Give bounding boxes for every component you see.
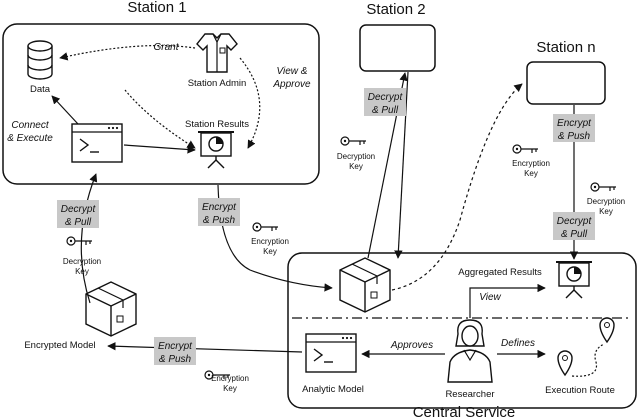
station-1-title: Station 1: [127, 0, 186, 16]
key-s2-label-1: Decryption: [337, 152, 375, 161]
key-sn-label-2: Key: [524, 169, 538, 178]
central-service-box: [287, 252, 637, 409]
view-approve-label-1: View &: [277, 66, 308, 77]
sn-encrypt-badge: [553, 114, 595, 142]
defines-label: Defines: [501, 338, 535, 349]
s2-decrypt-text: Decrypt: [368, 92, 404, 103]
key-icon: [252, 222, 279, 232]
station-2-box: [359, 24, 436, 72]
station2-push-arrow: [394, 71, 409, 259]
s2-decrypt-badge: [364, 88, 406, 116]
connect-execute-label-2: & Execute: [7, 133, 53, 144]
station-admin-label: Station Admin: [188, 78, 247, 89]
key-s1p-label-2: Key: [263, 247, 277, 256]
key-model-label-1: Encryption: [211, 374, 249, 383]
station1-pull-arrow: [80, 173, 98, 304]
key-icon: [66, 236, 93, 246]
sn-decrypt-badge: [553, 212, 595, 240]
data-label: Data: [30, 84, 51, 95]
s1-decrypt-text: Decrypt: [61, 204, 97, 215]
model-push-text: & Push: [159, 354, 192, 365]
station-n-box: [526, 61, 606, 105]
s1-encrypt-text: Encrypt: [202, 202, 237, 213]
model-encrypt-text: Encrypt: [158, 341, 193, 352]
key-s1p-label-1: Encryption: [251, 237, 289, 246]
key-s1-label-1: Decryption: [63, 257, 101, 266]
view-approve-arrow: [239, 57, 261, 149]
sn-encrypt-text: Encrypt: [557, 118, 592, 129]
key-icon: [340, 136, 367, 146]
grant-arrow: [59, 44, 196, 61]
station-2-title: Station 2: [366, 1, 425, 18]
connect-arrow: [51, 95, 79, 125]
analytic-model-icon: [305, 333, 357, 373]
researcher-icon: [447, 319, 493, 383]
sn-pull-text: & Pull: [561, 229, 588, 240]
model-encrypt-badge: [154, 337, 196, 365]
terminal-icon: [71, 123, 123, 163]
s1-pull-text: & Pull: [65, 217, 92, 228]
key-model-label-2: Key: [223, 384, 237, 393]
analytic-model-label: Analytic Model: [302, 384, 364, 395]
approves-label: Approves: [390, 340, 433, 351]
sn-decrypt-text: Decrypt: [557, 216, 593, 227]
execution-route-icon: [557, 317, 615, 377]
s1-push-text: & Push: [203, 215, 236, 226]
presentation-board-icon: [197, 131, 235, 169]
station-results-label: Station Results: [185, 119, 249, 130]
grant-label: Grant: [153, 42, 179, 53]
view-approve-label-2: Approve: [272, 79, 311, 90]
key-s2-label-2: Key: [349, 162, 363, 171]
aggregated-board-icon: [555, 261, 593, 299]
researcher-label: Researcher: [445, 389, 494, 400]
station-n-route-arrow: [391, 83, 523, 291]
station-admin-icon: [196, 33, 238, 73]
view-arrow: [469, 283, 546, 318]
key-snp-label-2: Key: [599, 207, 613, 216]
database-icon: [27, 40, 53, 80]
connect-execute-label-1: Connect: [11, 120, 49, 131]
aggregated-results-label: Aggregated Results: [458, 267, 542, 278]
station-1-box: [2, 23, 320, 185]
station-n-title: Station n: [536, 39, 595, 56]
sn-push-text: & Push: [558, 131, 591, 142]
key-icon: [512, 144, 539, 154]
key-icon: [590, 182, 617, 192]
terminal-to-results-arrow: [123, 144, 196, 154]
central-service-title: Central Service: [413, 404, 516, 418]
encrypted-model-label: Encrypted Model: [24, 340, 95, 351]
central-package-icon: [339, 257, 391, 313]
s1-decrypt-badge: [57, 200, 99, 228]
key-s1-label-2: Key: [75, 267, 89, 276]
key-sn-label-1: Encryption: [512, 159, 550, 168]
s1-encrypt-badge: [198, 198, 240, 226]
key-snp-label-1: Decryption: [587, 197, 625, 206]
data-to-results-arrow: [124, 89, 196, 149]
model-push-arrow: [107, 342, 303, 353]
s2-pull-text: & Pull: [372, 105, 399, 116]
view-label: View: [479, 292, 501, 303]
encrypted-model-icon: [85, 281, 137, 337]
execution-route-label: Execution Route: [545, 385, 615, 396]
